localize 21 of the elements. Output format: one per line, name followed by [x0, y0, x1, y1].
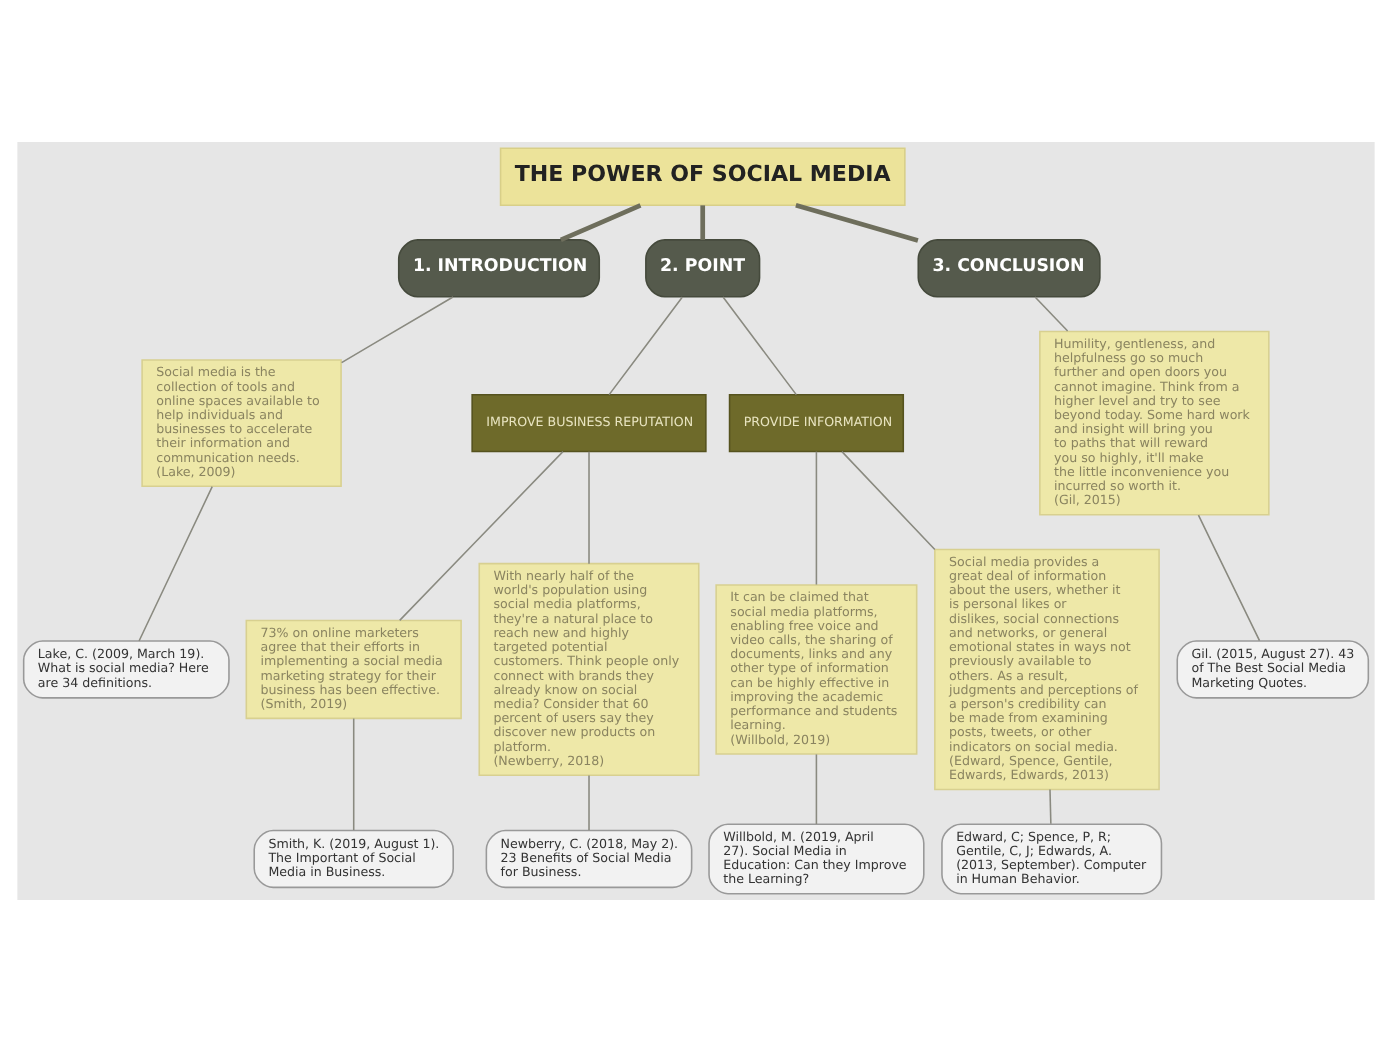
node-box: 2. POINT: [645, 238, 761, 297]
connector: [722, 295, 798, 395]
connector: [1034, 295, 1069, 331]
connector: [588, 449, 590, 564]
connector: [815, 449, 818, 585]
node-box: THE POWER OF SOCIAL MEDIA: [499, 146, 906, 205]
connector: [1049, 787, 1052, 824]
node-box: 3. CONCLUSION: [917, 238, 1101, 297]
connector: [340, 295, 454, 363]
connector: [398, 449, 564, 621]
connector: [559, 202, 642, 242]
node-box: 1. INTRODUCTION: [397, 238, 601, 297]
connector: [138, 484, 213, 641]
connector: [352, 716, 355, 830]
connector: [1197, 513, 1261, 641]
connector: [588, 773, 590, 831]
connector: [700, 204, 706, 239]
connector: [795, 201, 919, 242]
connector: [841, 449, 936, 550]
connector: [608, 295, 684, 395]
connector: [815, 752, 818, 824]
